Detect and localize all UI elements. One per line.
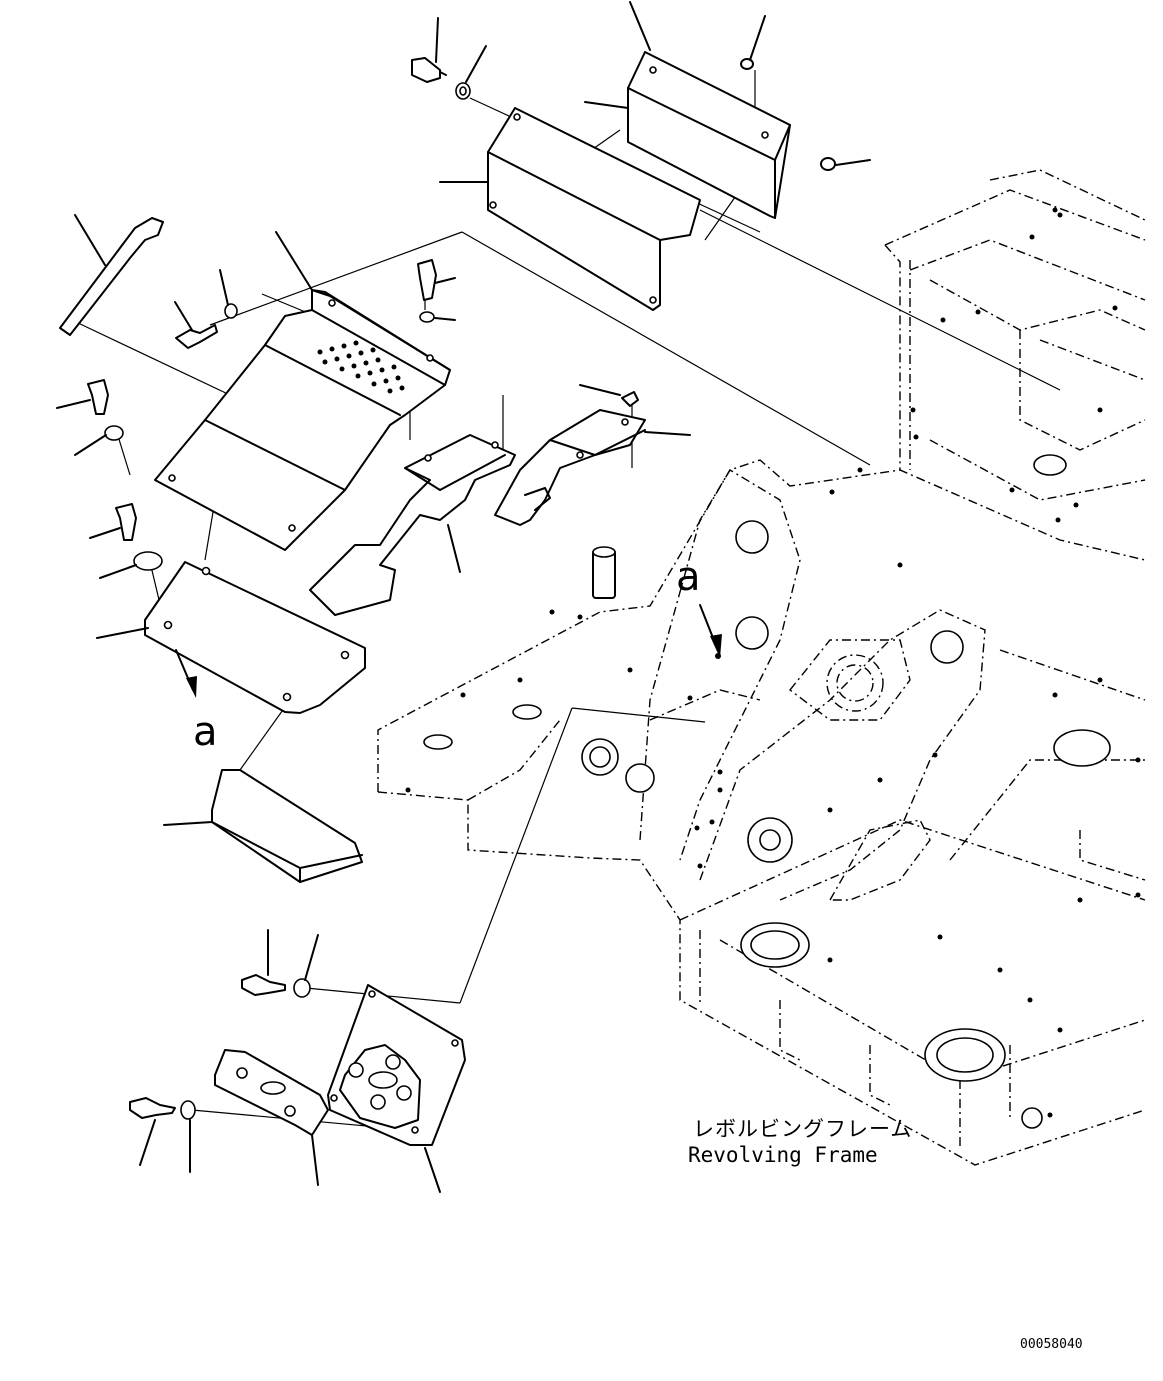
view-arrow-frame: a bbox=[676, 554, 722, 658]
bracket-center bbox=[309, 434, 516, 616]
fasteners bbox=[87, 57, 836, 1120]
drawing-number: 00058040 bbox=[1020, 1337, 1083, 1352]
cover-plate-top bbox=[487, 107, 701, 311]
view-marker-frame-label: a bbox=[676, 554, 701, 600]
bracket-right bbox=[494, 409, 646, 526]
revolving-frame bbox=[377, 169, 1146, 1166]
view-marker-label: a bbox=[193, 709, 218, 755]
callout-leaders bbox=[56, 1, 871, 1193]
shim-plate bbox=[214, 1049, 329, 1136]
inspection-cover bbox=[327, 984, 466, 1146]
cover-plate-angled bbox=[627, 51, 791, 219]
wedge-block bbox=[211, 769, 363, 883]
frame-label-japanese: レボルビングフレーム bbox=[693, 1117, 912, 1141]
step-plate-perforated bbox=[154, 289, 451, 551]
frame-label-english: Revolving Frame bbox=[688, 1143, 878, 1167]
cover-plate-lower bbox=[144, 561, 366, 714]
wrench-tool bbox=[59, 217, 164, 336]
view-arrow-left: a bbox=[175, 649, 218, 755]
